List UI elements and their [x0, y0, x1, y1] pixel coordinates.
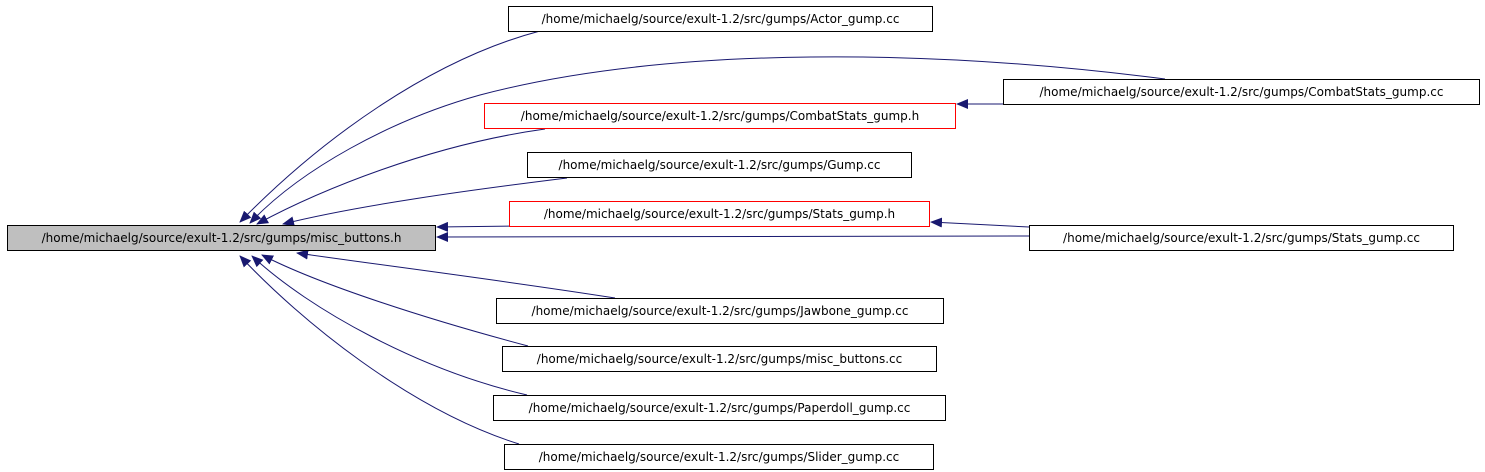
edge-combath-to-main — [256, 128, 546, 225]
edge-misccc-to-main — [261, 254, 529, 347]
node-gump-cc[interactable]: /home/michaelg/source/exult-1.2/src/gump… — [527, 152, 912, 178]
edge-actor-to-main — [239, 30, 541, 223]
edge-paperdoll-to-main — [251, 255, 528, 396]
node-misc-buttons-h[interactable]: /home/michaelg/source/exult-1.2/src/gump… — [7, 225, 436, 251]
node-actor-gump-cc[interactable]: /home/michaelg/source/exult-1.2/src/gump… — [508, 6, 933, 32]
node-slider-gump-cc[interactable]: /home/michaelg/source/exult-1.2/src/gump… — [504, 444, 934, 470]
node-paperdoll-gump-cc[interactable]: /home/michaelg/source/exult-1.2/src/gump… — [493, 395, 946, 421]
edge-statscc-to-statsh — [930, 217, 1030, 228]
node-stats-gump-h[interactable]: /home/michaelg/source/exult-1.2/src/gump… — [509, 201, 930, 227]
node-stats-gump-cc[interactable]: /home/michaelg/source/exult-1.2/src/gump… — [1029, 225, 1454, 251]
edge-slider-to-main — [239, 255, 520, 445]
node-misc-buttons-cc[interactable]: /home/michaelg/source/exult-1.2/src/gump… — [502, 346, 937, 372]
node-combatstats-gump-h[interactable]: /home/michaelg/source/exult-1.2/src/gump… — [484, 103, 956, 129]
node-combatstats-gump-cc[interactable]: /home/michaelg/source/exult-1.2/src/gump… — [1003, 79, 1480, 105]
edge-statscc-to-main — [436, 231, 1030, 242]
edge-jawbone-to-main — [296, 249, 616, 299]
node-jawbone-gump-cc[interactable]: /home/michaelg/source/exult-1.2/src/gump… — [496, 298, 944, 324]
edge-gump-to-main — [282, 177, 568, 227]
edge-combatcc-to-main — [249, 56, 1166, 224]
edge-statsh-to-main — [436, 221, 521, 232]
